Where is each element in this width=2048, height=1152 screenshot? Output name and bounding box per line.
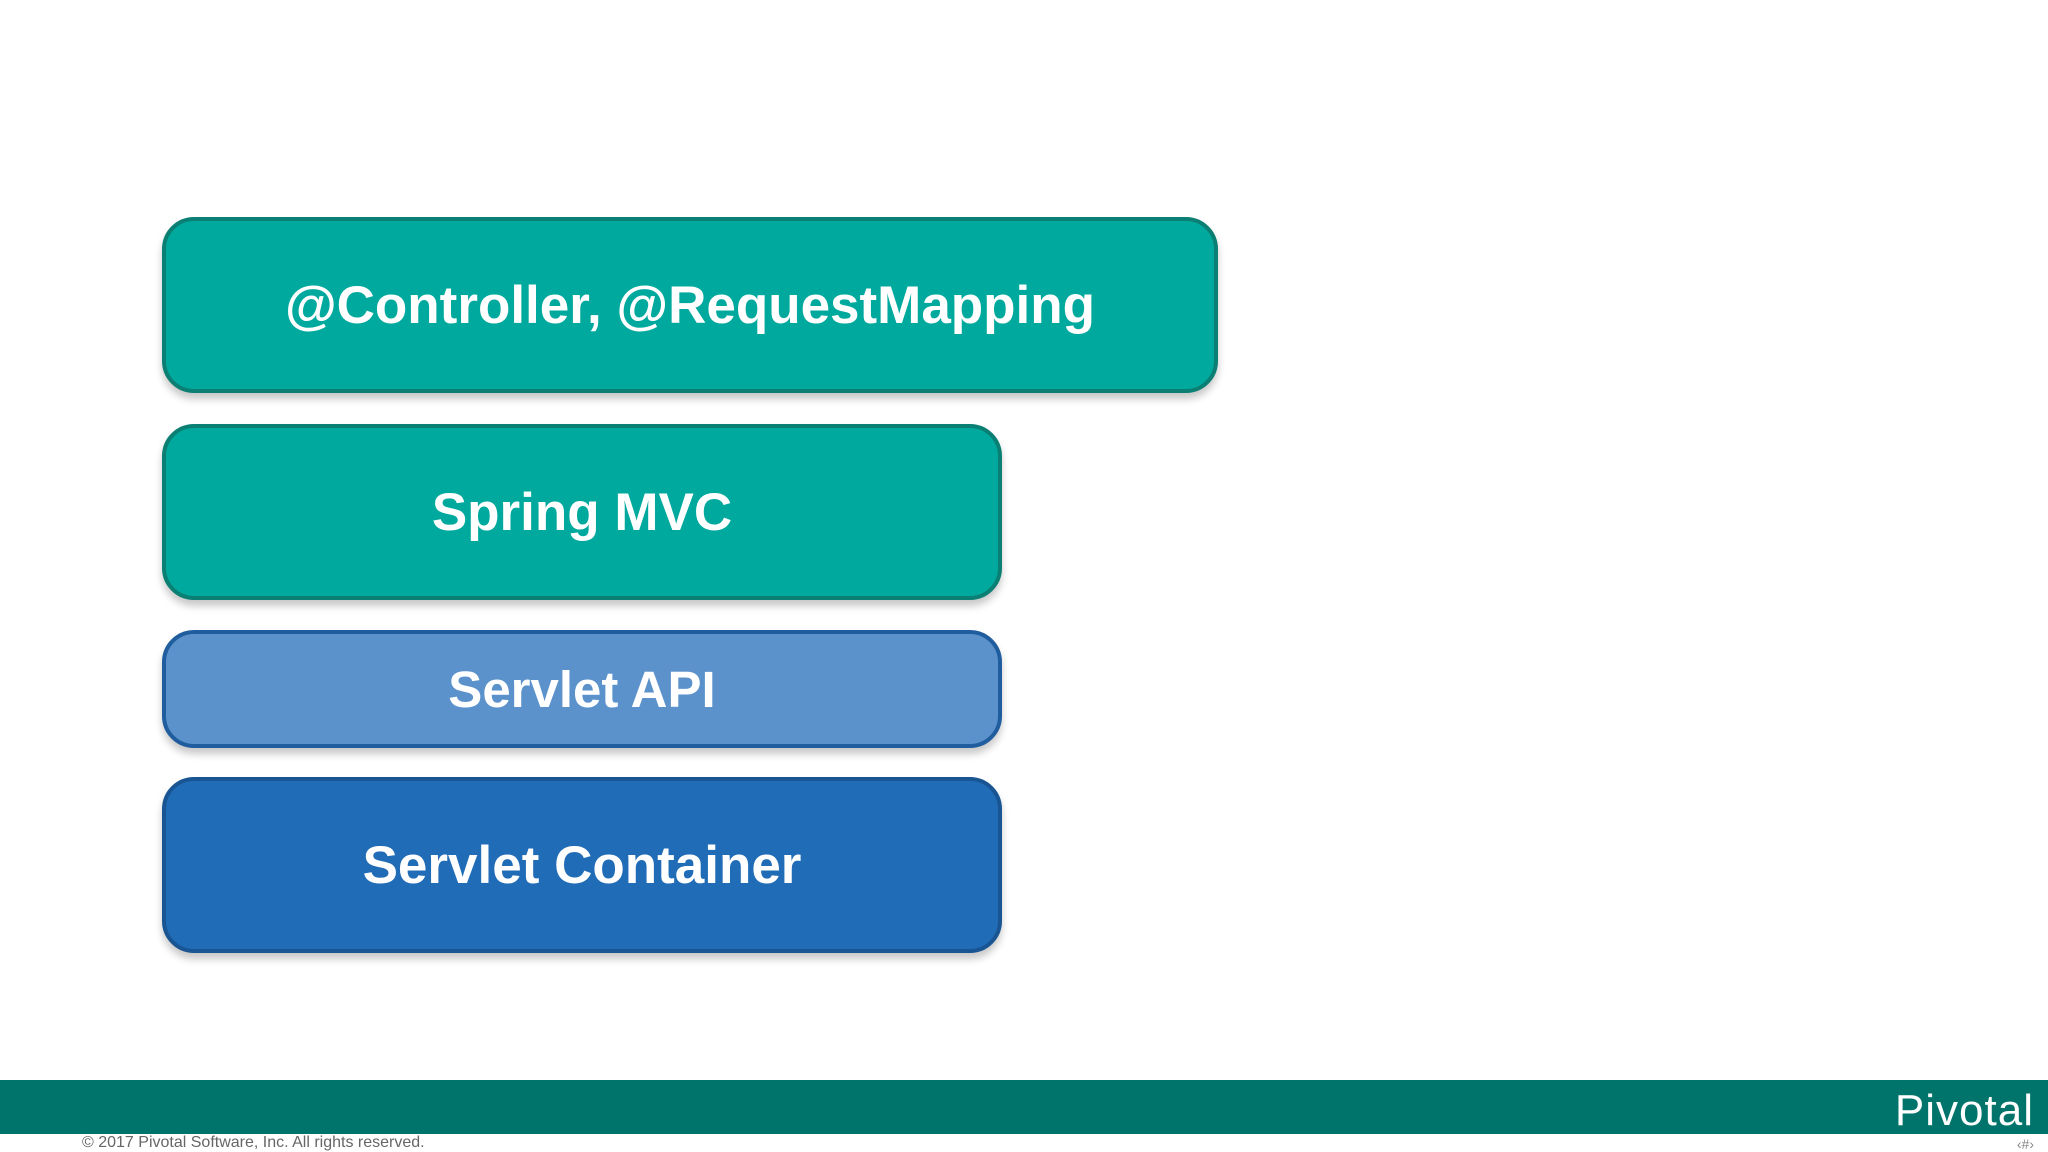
servlet-api-layer: Servlet API [162,630,1002,748]
layer-label: Spring MVC [431,482,733,542]
layer-label: Servlet Container [362,835,802,895]
layer-label: Servlet API [448,660,716,718]
layer-label: @Controller, @RequestMapping [284,275,1096,335]
footer-bar [0,1080,2048,1134]
servlet-container-layer: Servlet Container [162,777,1002,953]
spring-mvc-layer: Spring MVC [162,424,1002,600]
pivotal-logo: Pivotal [1894,1086,2034,1135]
controller-requestmapping-layer: @Controller, @RequestMapping [162,217,1218,393]
copyright-text: © 2017 Pivotal Software, Inc. All rights… [82,1134,425,1151]
page-number: ‹#› [2016,1136,2034,1152]
